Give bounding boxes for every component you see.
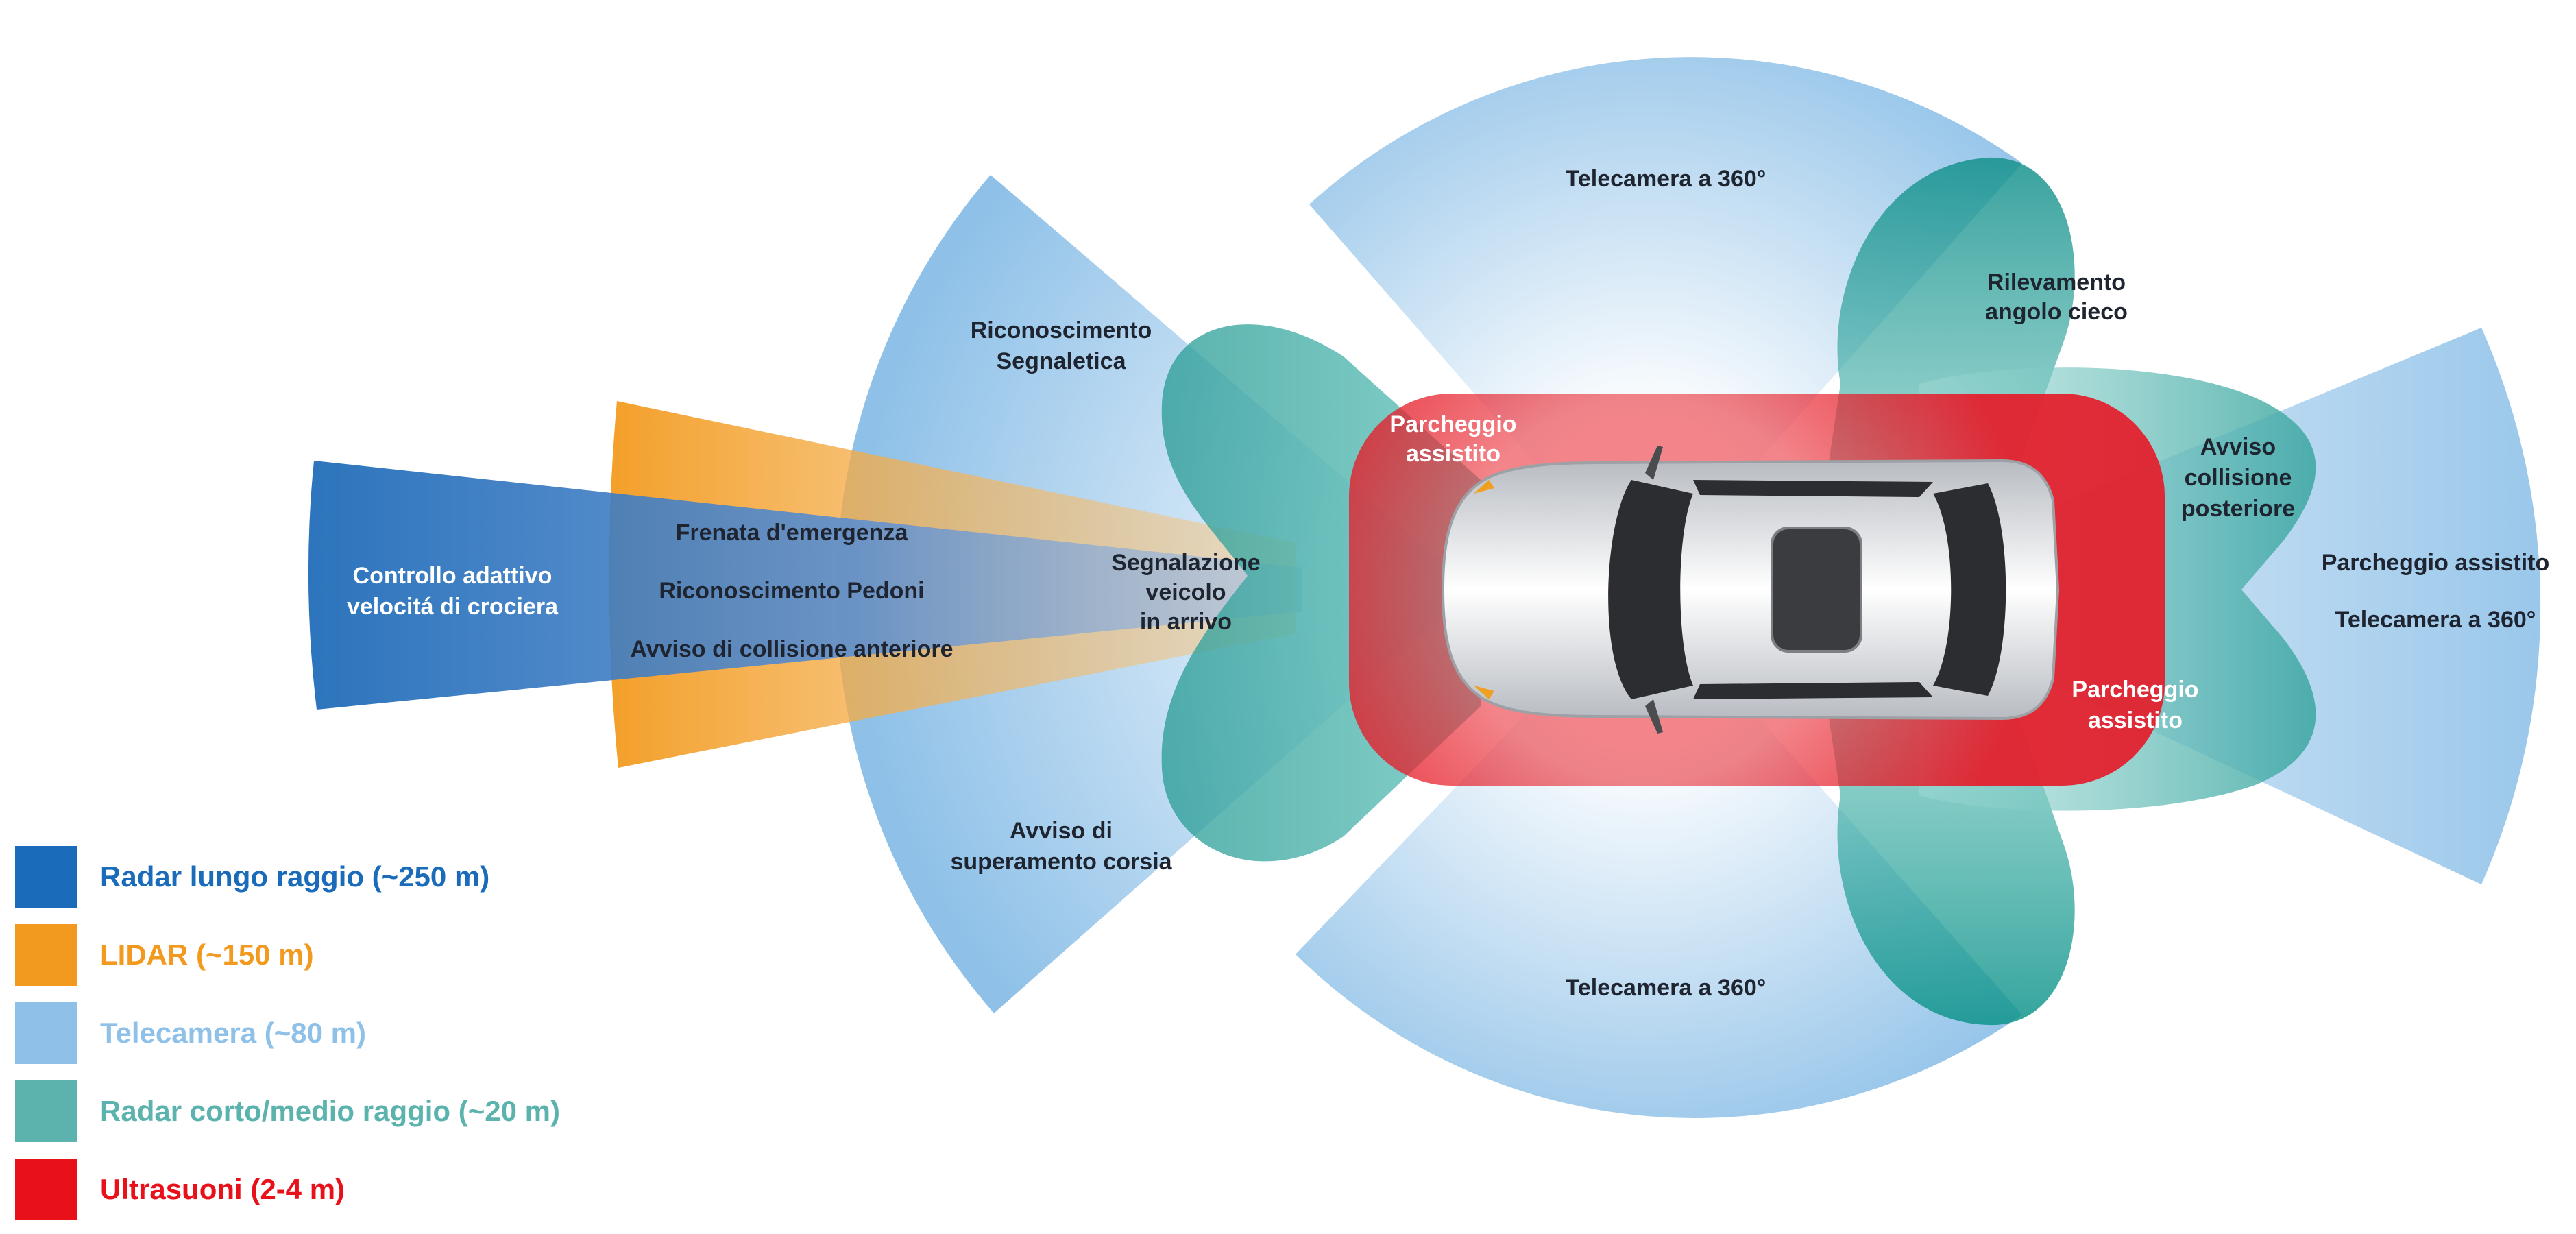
- long-range-radar-zone: [308, 461, 1302, 710]
- legend-swatch: [15, 1159, 77, 1220]
- label-acc-line1: Controllo adattivo: [353, 563, 552, 589]
- label-cross-traffic-line2: veicolo: [1145, 579, 1226, 605]
- label-emergency-braking: Frenata d'emergenza: [676, 520, 909, 546]
- legend-swatch: [15, 1002, 77, 1064]
- legend-item-long-range-radar: Radar lungo raggio (~250 m): [15, 838, 560, 916]
- label-pedestrian-recognition: Riconoscimento Pedoni: [659, 578, 924, 604]
- legend-label: Radar lungo raggio (~250 m): [100, 860, 490, 893]
- legend-label: Ultrasuoni (2-4 m): [100, 1173, 345, 1205]
- label-front-parking-line2: assistito: [1406, 441, 1500, 467]
- label-lane-departure-line1: Avviso di: [1010, 818, 1113, 844]
- label-front-parking-line1: Parcheggio: [1389, 411, 1516, 437]
- label-blind-spot-line1: Rilevamento: [1987, 269, 2126, 295]
- label-rear-parking-line2: assistito: [2088, 707, 2183, 734]
- legend-swatch: [15, 924, 77, 986]
- label-acc-line2: velocitá di crociera: [347, 594, 559, 620]
- legend-label: Radar corto/medio raggio (~20 m): [100, 1095, 560, 1127]
- label-sign-recognition-line1: Riconoscimento: [971, 317, 1152, 343]
- legend-label: LIDAR (~150 m): [100, 939, 314, 971]
- car: [1441, 446, 2060, 734]
- label-rear-surround-camera: Telecamera a 360°: [2335, 607, 2536, 633]
- label-blind-spot-line2: angolo cieco: [1985, 299, 2128, 325]
- legend-item-short-medium-radar: Radar corto/medio raggio (~20 m): [15, 1072, 560, 1150]
- legend-swatch: [15, 846, 77, 908]
- label-rear-collision-line3: posteriore: [2181, 496, 2295, 522]
- label-lane-departure-line2: superamento corsia: [950, 849, 1172, 875]
- label-front-collision-warning: Avviso di collisione anteriore: [630, 636, 953, 662]
- legend-item-camera: Telecamera (~80 m): [15, 994, 560, 1072]
- label-rear-collision-line1: Avviso: [2200, 434, 2276, 460]
- legend-item-lidar: LIDAR (~150 m): [15, 916, 560, 994]
- label-cross-traffic-line1: Segnalazione: [1111, 550, 1260, 576]
- camera-360-top-zone: [1309, 57, 2022, 590]
- label-surround-camera-top: Telecamera a 360°: [1566, 166, 1766, 192]
- label-rear-parking-assist: Parcheggio assistito: [2322, 550, 2550, 576]
- label-rear-collision-line2: collisione: [2185, 465, 2292, 491]
- legend-swatch: [15, 1080, 77, 1142]
- legend-label: Telecamera (~80 m): [100, 1017, 366, 1049]
- legend: Radar lungo raggio (~250 m) LIDAR (~150 …: [15, 838, 560, 1229]
- label-surround-camera-bottom: Telecamera a 360°: [1566, 975, 1766, 1001]
- label-cross-traffic-line3: in arrivo: [1140, 609, 1232, 635]
- label-rear-parking-line1: Parcheggio: [2071, 677, 2198, 703]
- camera-360-bottom-zone: [1296, 590, 2022, 1118]
- label-sign-recognition-line2: Segnaletica: [997, 348, 1127, 374]
- legend-item-ultrasound: Ultrasuoni (2-4 m): [15, 1150, 560, 1229]
